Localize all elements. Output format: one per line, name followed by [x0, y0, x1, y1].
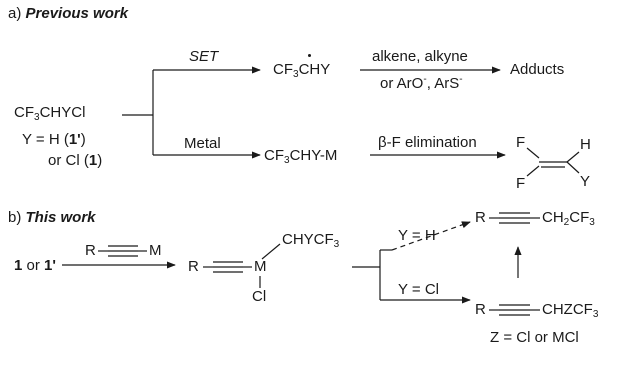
metal-label: Metal: [184, 135, 221, 152]
beta-f-elimination-label: β-F elimination: [378, 134, 477, 151]
product1-r: R: [475, 209, 486, 226]
yh-dashed-arrow: [391, 221, 471, 251]
y-definition-2: or Cl (1): [48, 152, 103, 169]
intermediate-m: M: [254, 258, 267, 275]
alkene-bond-cy: [566, 161, 580, 174]
section-a-heading: a) Previous work: [8, 5, 128, 23]
z-definition: Z = Cl or MCl: [490, 329, 579, 346]
product2-chzcf3: CHZCF3: [542, 301, 599, 320]
section-b-label: b): [8, 209, 22, 226]
starting-material: 1 or 1': [14, 257, 56, 274]
substrate: CF3CHYCl: [14, 104, 86, 123]
section-b-heading: b) This work: [8, 209, 96, 227]
y-definition-1: Y = H (1'): [22, 131, 86, 148]
reagents-bottom: or ArO-, ArS-: [380, 74, 463, 93]
intermediate-chycf3: CHYCF3: [282, 231, 340, 250]
reagent-r: R: [85, 242, 96, 259]
set-label: SET: [189, 48, 219, 65]
organometal-species: CF3CHY-M: [264, 147, 338, 166]
section-b-title: This work: [25, 209, 96, 226]
adducts-label: Adducts: [510, 61, 565, 78]
reagents-top: alkene, alkyne: [372, 48, 468, 65]
alkene-fluorine-bottom: F: [516, 175, 526, 192]
intermediate-cl: Cl: [252, 288, 267, 305]
y-cl-condition: Y = Cl: [398, 281, 439, 298]
alkene-bond-cf-top: [526, 147, 540, 159]
product2-r: R: [475, 301, 486, 318]
intermediate-r: R: [188, 258, 199, 275]
alkene-bond-cf-bottom: [526, 165, 540, 177]
y-h-condition: Y = H: [398, 227, 436, 244]
metal-carbon-bond: [261, 243, 281, 260]
alkene-hydrogen: H: [580, 136, 591, 153]
radical-dot: [308, 54, 311, 57]
alkene-fluorine-top: F: [516, 134, 526, 151]
section-a-label: a): [8, 5, 22, 22]
reagent-m: M: [149, 242, 162, 259]
product1-ch2cf3: CH2CF3: [542, 209, 595, 228]
alkene-y: Y: [580, 173, 591, 190]
radical-species: CF3CHY: [273, 61, 331, 80]
alkene-bond-ch: [566, 151, 580, 163]
section-a-title: Previous work: [25, 5, 129, 22]
